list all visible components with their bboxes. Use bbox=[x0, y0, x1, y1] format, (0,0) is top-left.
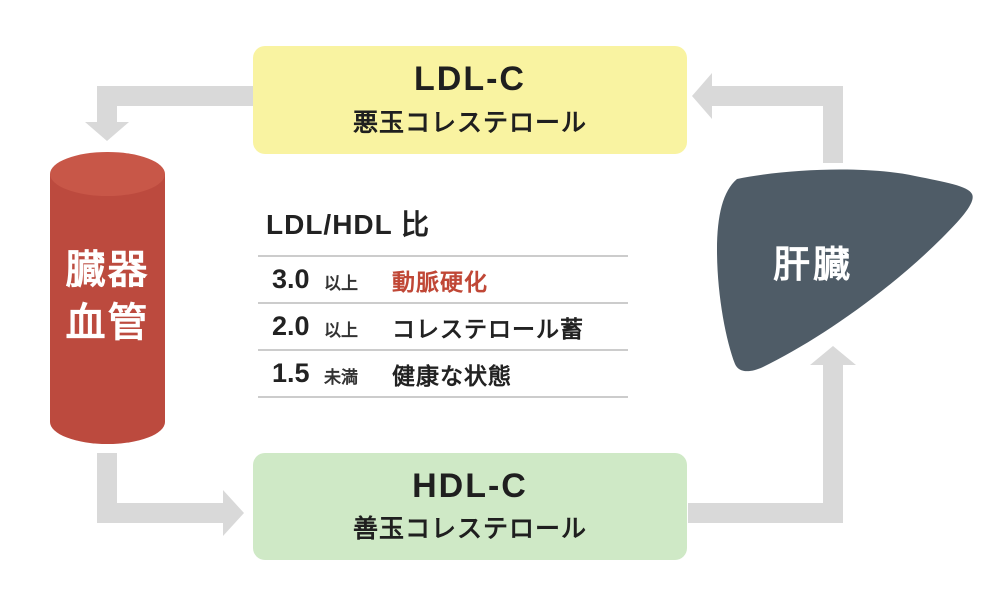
arrow-organ-to-hdl bbox=[97, 453, 244, 536]
arrow-liver-to-ldl bbox=[692, 73, 843, 163]
arrow-hdl-to-liver bbox=[688, 346, 856, 523]
organ-cylinder-top bbox=[50, 152, 165, 196]
ldl-title: LDL-C bbox=[414, 60, 526, 99]
organ-label: 臓器 血管 bbox=[50, 244, 165, 350]
ldl-hdl-ratio-table: LDL/HDL 比 3.0 以上 動脈硬化 2.0 以上 コレステロール蓄 1.… bbox=[258, 203, 628, 398]
ratio-row-1.5: 1.5 未満 健康な状態 bbox=[258, 351, 628, 398]
arrow-ldl-to-organ bbox=[85, 86, 253, 141]
ldl-subtitle: 悪玉コレステロール bbox=[352, 108, 587, 137]
ldl-box: LDL-C 悪玉コレステロール bbox=[253, 46, 687, 154]
ratio-qualifier: 以上 bbox=[324, 321, 358, 340]
ratio-row-2.0: 2.0 以上 コレステロール蓄 bbox=[258, 304, 628, 351]
ratio-table-header: LDL/HDL 比 bbox=[258, 203, 628, 257]
liver-label: 肝臓 bbox=[773, 244, 853, 285]
ratio-qualifier: 未満 bbox=[324, 368, 358, 387]
ratio-result: 動脈硬化 bbox=[392, 268, 488, 295]
liver-shape bbox=[717, 169, 973, 372]
organ-label-line1: 臓器 bbox=[65, 248, 150, 292]
ratio-row-3.0: 3.0 以上 動脈硬化 bbox=[258, 257, 628, 304]
ratio-value: 1.5 bbox=[272, 358, 310, 388]
ratio-qualifier: 以上 bbox=[324, 274, 358, 293]
organ-cylinder-body bbox=[50, 174, 165, 444]
organ-label-line2: 血管 bbox=[65, 300, 150, 345]
ratio-value: 3.0 bbox=[272, 264, 310, 294]
hdl-subtitle: 善玉コレステロール bbox=[352, 515, 587, 544]
ratio-value: 2.0 bbox=[272, 311, 310, 341]
hdl-box: HDL-C 善玉コレステロール bbox=[253, 453, 687, 560]
ratio-result: 健康な状態 bbox=[392, 362, 512, 389]
hdl-title: HDL-C bbox=[412, 466, 528, 505]
ratio-result: コレステロール蓄 bbox=[392, 315, 584, 342]
